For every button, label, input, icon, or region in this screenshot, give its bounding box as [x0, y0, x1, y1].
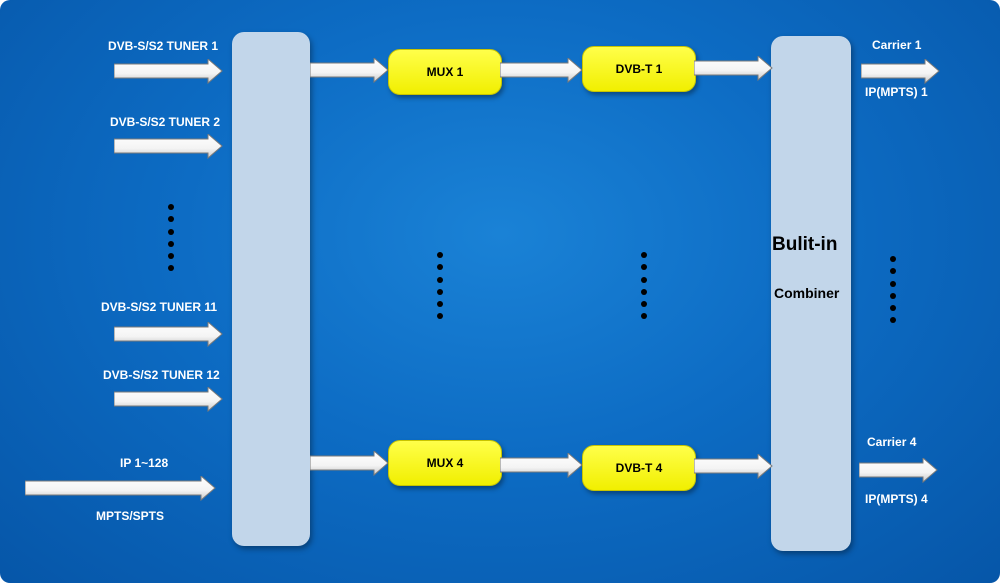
dvbt-1-box: DVB-T 1: [582, 46, 696, 92]
tuner-11-label: DVB-S/S2 TUNER 11: [101, 300, 218, 314]
mux-1-box: MUX 1: [388, 49, 502, 95]
tuner-ellipsis-dots: [168, 204, 174, 278]
tuner-2-arrow: [114, 134, 223, 160]
combiner-panel: [771, 36, 851, 551]
mpts-spts-label: MPTS/SPTS: [96, 509, 165, 523]
carrier-4-label: Carrier 4: [867, 435, 917, 449]
mux1-to-dvbt1-arrow: [500, 58, 583, 84]
carrier-4-output-arrow: [859, 458, 938, 484]
ip-mpts-1-label: IP(MPTS) 1: [865, 85, 928, 99]
carrier-1-output-arrow: [861, 59, 940, 85]
dvbt-ellipsis-dots: [641, 252, 647, 326]
tuner-1-label: DVB-S/S2 TUNER 1: [108, 39, 219, 53]
mux-ellipsis-dots: [437, 252, 443, 326]
tuner-11-arrow: [114, 322, 223, 348]
panel-to-mux1-arrow: [310, 58, 389, 84]
ip-input-label: IP 1~128: [120, 456, 169, 470]
ip-mpts-4-label: IP(MPTS) 4: [865, 492, 928, 506]
dvbt-4-box: DVB-T 4: [582, 445, 696, 491]
tuner-2-label: DVB-S/S2 TUNER 2: [110, 115, 221, 129]
combiner-title: Bulit-in: [772, 234, 838, 255]
dvbt1-to-combiner-arrow: [694, 56, 773, 82]
panel-to-mux4-arrow: [310, 451, 389, 477]
combiner-subtitle: Combiner: [774, 285, 840, 301]
dvbt4-to-combiner-arrow: [694, 454, 773, 480]
tuner-12-arrow: [114, 387, 223, 413]
mux-4-box: MUX 4: [388, 440, 502, 486]
tuner-1-arrow: [114, 59, 223, 85]
mux4-to-dvbt4-arrow: [500, 453, 583, 479]
tuner-12-label: DVB-S/S2 TUNER 12: [103, 368, 220, 382]
output-ellipsis-dots: [890, 256, 896, 330]
ip-input-arrow: [25, 476, 216, 502]
input-panel: [232, 32, 310, 546]
carrier-1-label: Carrier 1: [872, 38, 922, 52]
